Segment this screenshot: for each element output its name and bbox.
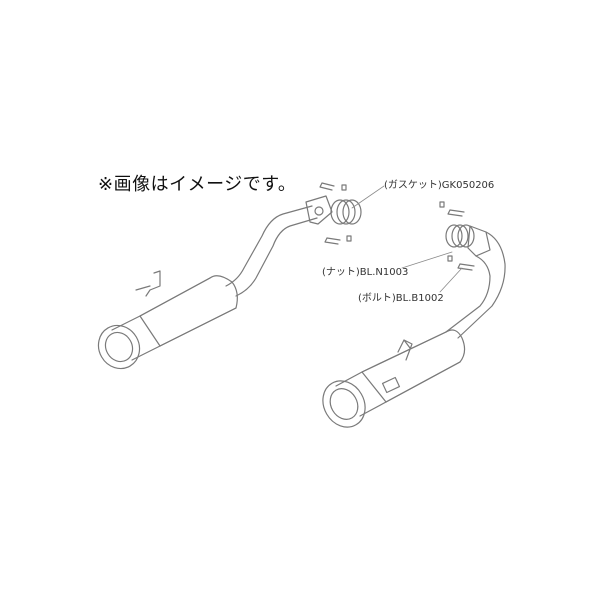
logo-badge	[381, 376, 401, 394]
right-exhaust	[322, 224, 506, 428]
nut-leader	[401, 251, 453, 269]
bolt-label: (ボルト)BL.B1002	[358, 293, 444, 304]
right-tip-outer	[322, 380, 366, 428]
left-gasket	[330, 199, 362, 225]
gasket-label: (ガスケット)GK050206	[384, 180, 495, 191]
right-bolts	[439, 201, 475, 271]
gasket-leader	[351, 185, 385, 209]
left-exhaust	[97, 195, 333, 370]
left-flange	[305, 195, 333, 225]
leader-lines	[351, 185, 463, 293]
left-hanger	[135, 270, 161, 297]
nut-label: (ナット)BL.N1003	[322, 267, 409, 278]
left-bolts	[319, 182, 352, 245]
image-note: ※画像はイメージです。	[98, 174, 297, 195]
right-flange	[467, 225, 491, 257]
left-tailpipe	[111, 315, 141, 331]
left-pipe	[225, 205, 313, 287]
left-tip-outer	[97, 324, 141, 370]
bolt-leader	[439, 267, 463, 293]
right-pipe	[457, 231, 506, 339]
left-muffler	[139, 275, 238, 347]
right-hanger	[397, 339, 413, 361]
right-muffler	[361, 329, 466, 403]
right-tailpipe	[335, 371, 363, 387]
